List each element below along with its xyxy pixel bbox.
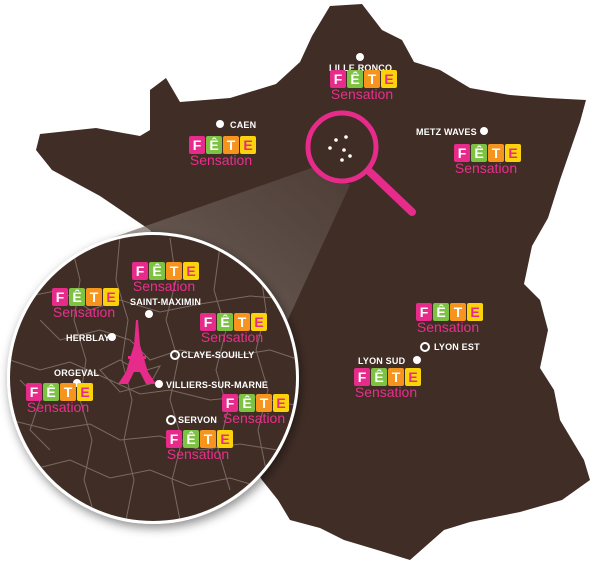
logo-letter: Ê xyxy=(217,313,233,331)
logo-letter: Ê xyxy=(371,368,387,386)
logo-letter: Ê xyxy=(239,394,255,412)
site-label-caen[interactable]: CAEN xyxy=(230,120,257,130)
logo-letter: E xyxy=(381,70,397,88)
logo-word: Sensation xyxy=(166,446,230,462)
logo-letter: Ê xyxy=(206,136,222,154)
logo-letter: T xyxy=(86,288,102,306)
site-label-lille-roncq[interactable]: LILLE RONCQ xyxy=(329,63,393,73)
logo-letter: F xyxy=(166,430,182,448)
logo-letter: Ê xyxy=(347,70,363,88)
location-dot[interactable] xyxy=(155,380,163,388)
site-label-metz-waves[interactable]: METZ WAVES xyxy=(416,127,477,137)
logo-letter: E xyxy=(240,136,256,154)
logo-letter: Ê xyxy=(183,430,199,448)
logo-letter: E xyxy=(273,394,289,412)
site-label-villiers-sur-marne[interactable]: VILLIERS-SUR-MARNE xyxy=(166,380,269,390)
logo-letter: T xyxy=(256,394,272,412)
logo-letter: F xyxy=(330,70,346,88)
eiffel-tower-icon xyxy=(118,320,156,384)
site-label-orgeval[interactable]: ORGEVAL xyxy=(54,368,100,378)
logo-word: Sensation xyxy=(354,384,418,400)
logo-letter: T xyxy=(388,368,404,386)
site-label-herblay[interactable]: HERBLAY xyxy=(66,333,111,343)
logo-letter: T xyxy=(200,430,216,448)
location-dot[interactable] xyxy=(356,53,364,61)
logo-word: Sensation xyxy=(189,152,253,168)
logo-word: Sensation xyxy=(454,160,518,176)
logo-word: Sensation xyxy=(222,410,286,426)
logo-letter: T xyxy=(364,70,380,88)
logo-letter: Ê xyxy=(471,144,487,162)
location-ring[interactable] xyxy=(166,415,176,425)
site-label-lyon-sud[interactable]: LYON SUD xyxy=(358,356,406,366)
site-label-servon[interactable]: SERVON xyxy=(178,415,218,425)
logo-letter: F xyxy=(454,144,470,162)
france-shape xyxy=(36,4,590,560)
logo-letter: F xyxy=(222,394,238,412)
logo-letter: F xyxy=(354,368,370,386)
logo-word: Sensation xyxy=(200,329,264,345)
logo-word: Sensation xyxy=(416,319,480,335)
logo-letter: F xyxy=(416,303,432,321)
location-ring[interactable] xyxy=(420,342,430,352)
logo-word: Sensation xyxy=(26,399,90,415)
logo-letter: E xyxy=(505,144,521,162)
logo-letter: F xyxy=(200,313,216,331)
logo-letter: T xyxy=(60,383,76,401)
location-dot[interactable] xyxy=(145,310,153,318)
logo-letter: E xyxy=(251,313,267,331)
logo-word: Sensation xyxy=(330,86,394,102)
site-label-saint-maximin[interactable]: SAINT-MAXIMIN xyxy=(130,297,202,307)
site-label-claye-souilly[interactable]: CLAYE-SOUILLY xyxy=(181,350,255,360)
location-dot[interactable] xyxy=(216,120,224,128)
logo-letter: E xyxy=(77,383,93,401)
logo-word: Sensation xyxy=(52,304,116,320)
site-label-lyon-est[interactable]: LYON EST xyxy=(434,342,480,352)
logo-letter: T xyxy=(223,136,239,154)
location-dot[interactable] xyxy=(108,333,116,341)
logo-letter: E xyxy=(217,430,233,448)
location-ring[interactable] xyxy=(170,350,180,360)
logo-letter: E xyxy=(405,368,421,386)
magnifier-icon xyxy=(305,110,416,216)
logo-letter: Ê xyxy=(149,262,165,280)
logo-letter: F xyxy=(189,136,205,154)
logo-letter: Ê xyxy=(433,303,449,321)
location-dot[interactable] xyxy=(413,356,421,364)
location-dot[interactable] xyxy=(480,127,488,135)
logo-letter: T xyxy=(450,303,466,321)
logo-letter: F xyxy=(52,288,68,306)
logo-letter: T xyxy=(488,144,504,162)
logo-word: Sensation xyxy=(132,278,196,294)
logo-letter: E xyxy=(467,303,483,321)
logo-letter: T xyxy=(166,262,182,280)
logo-letter: F xyxy=(132,262,148,280)
logo-letter: Ê xyxy=(69,288,85,306)
logo-letter: E xyxy=(103,288,119,306)
logo-letter: F xyxy=(26,383,42,401)
logo-letter: T xyxy=(234,313,250,331)
logo-letter: E xyxy=(183,262,199,280)
logo-letter: Ê xyxy=(43,383,59,401)
